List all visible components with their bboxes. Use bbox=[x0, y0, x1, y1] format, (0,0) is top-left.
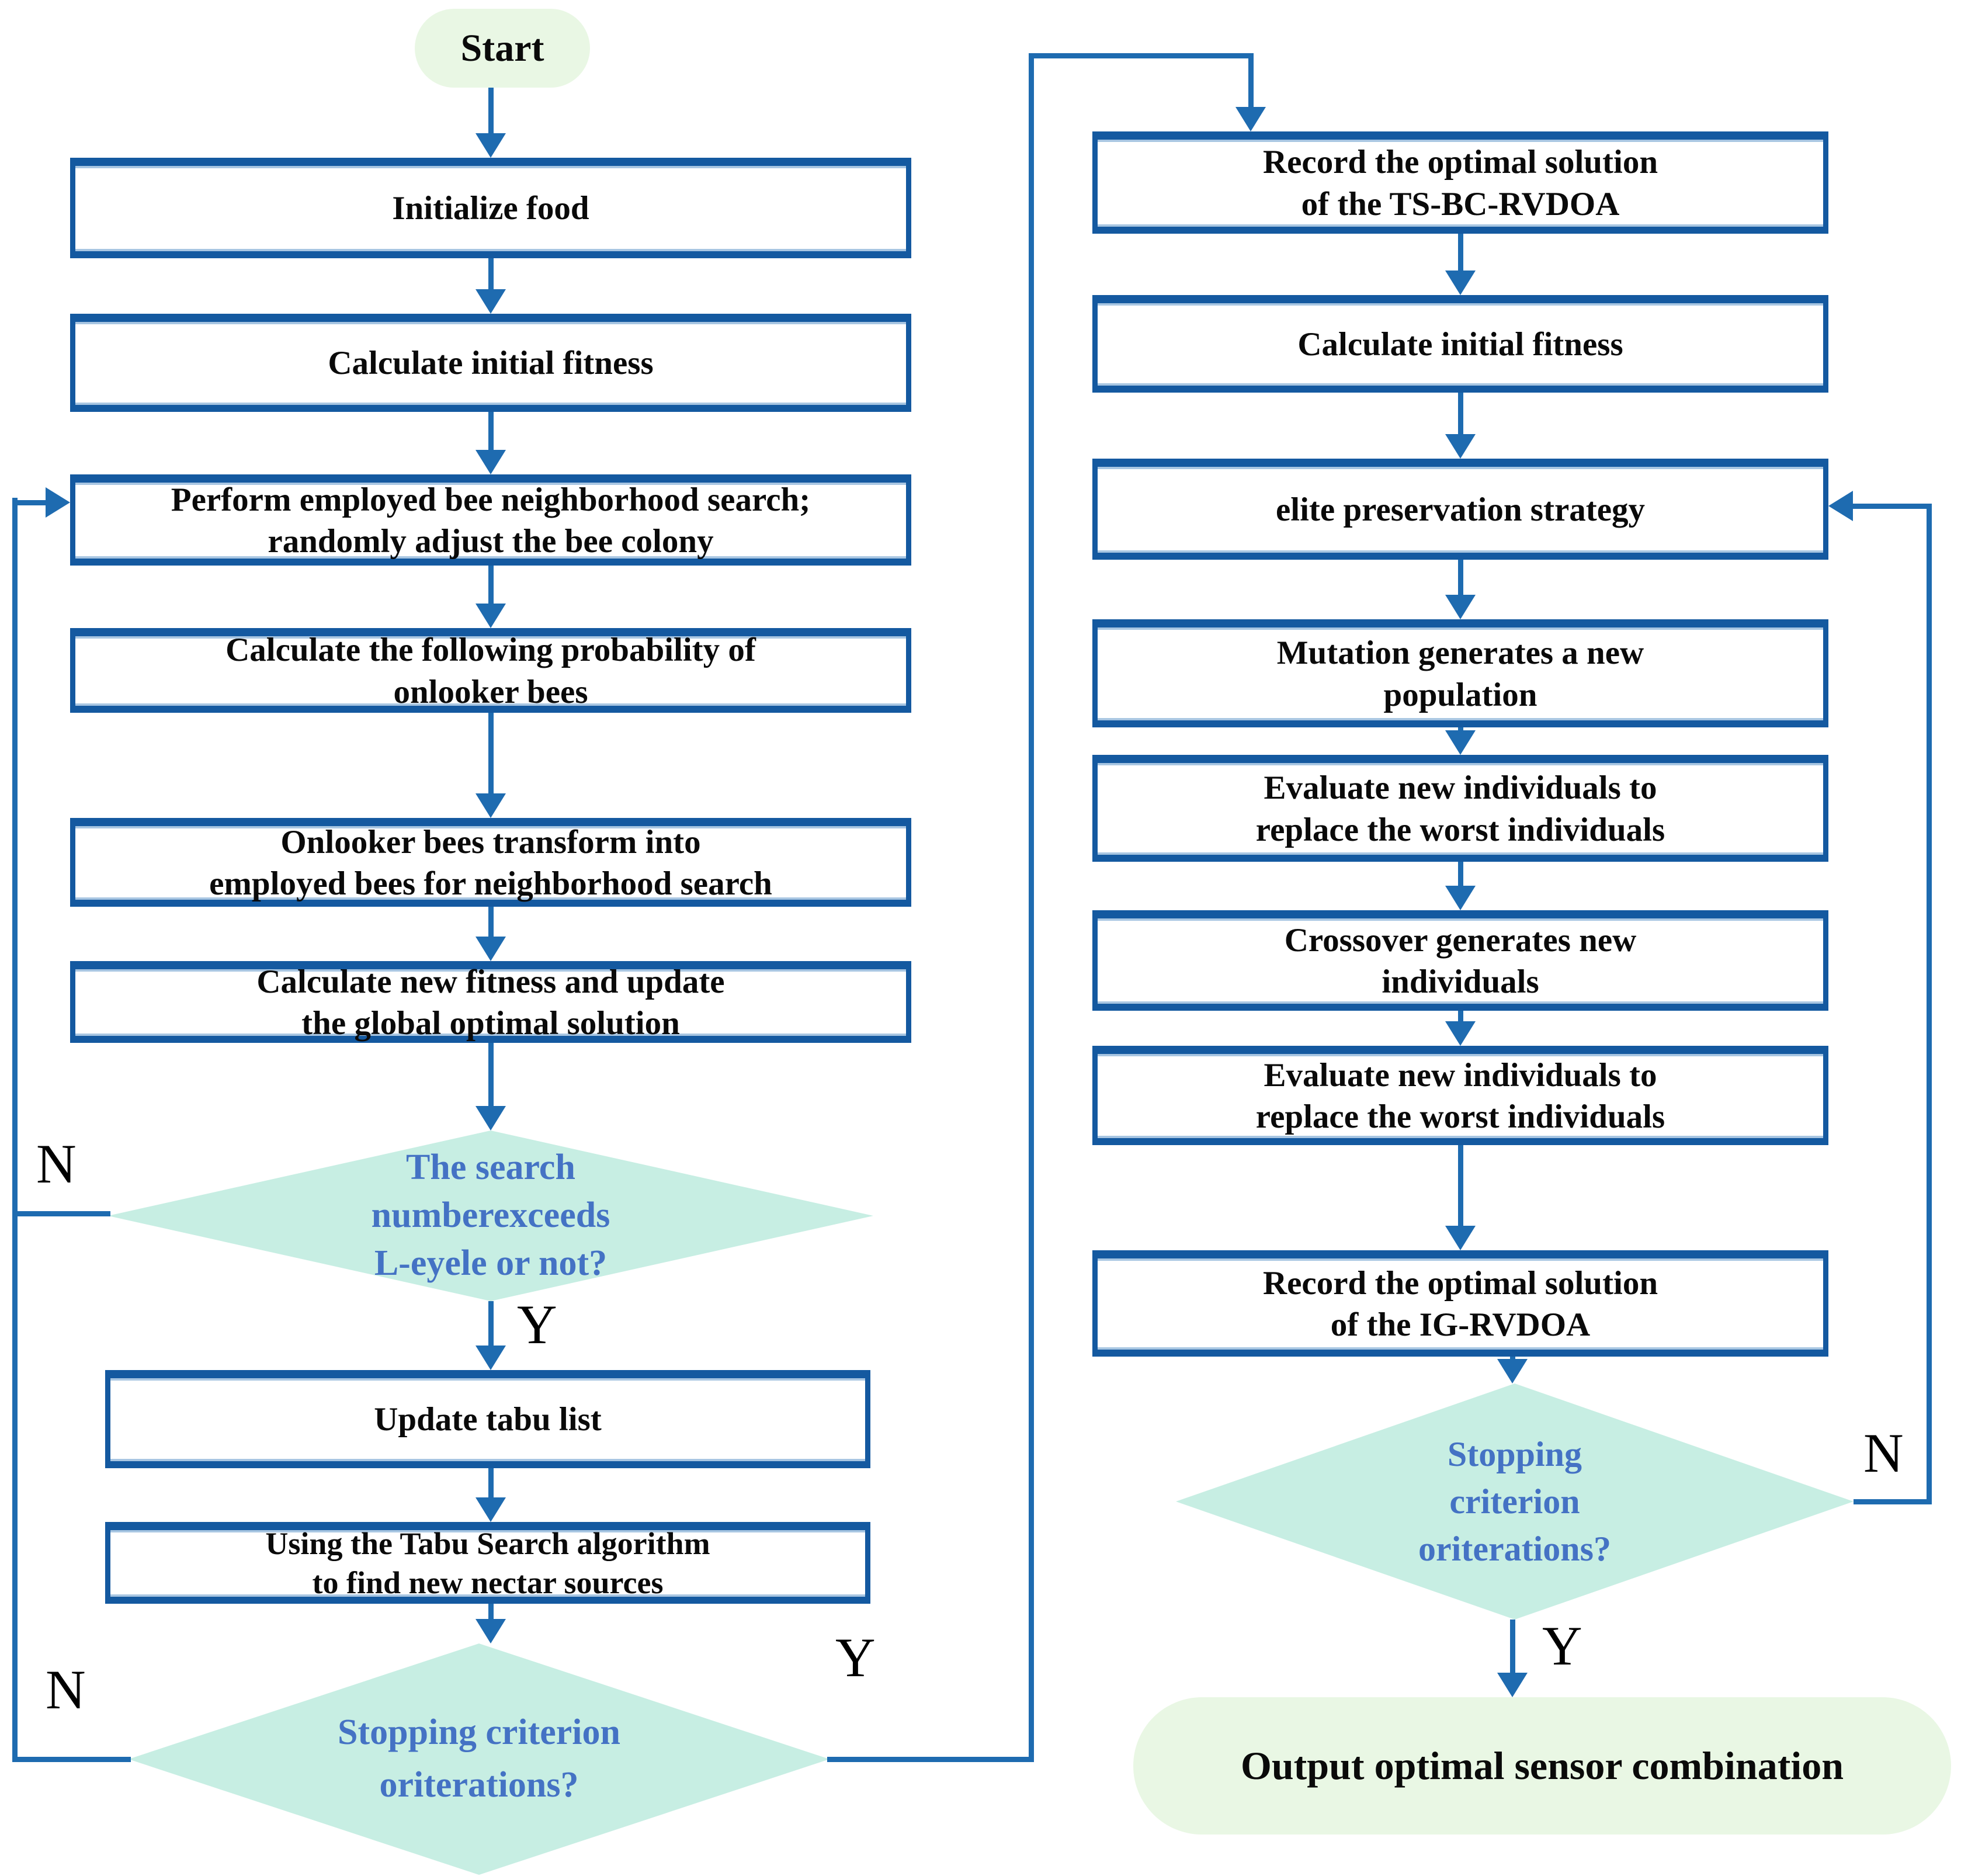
node-onlooker-probability: Calculate the following probability of o… bbox=[70, 628, 911, 713]
node-output: Output optimal sensor combination bbox=[1133, 1697, 1951, 1835]
node-record-ts-bc-rvdoa: Record the optimal solution of the TS-BC… bbox=[1092, 131, 1828, 234]
arrow-newfitness-decision bbox=[488, 1043, 494, 1111]
node-calculate-initial-fitness-2: Calculate initial fitness bbox=[1092, 295, 1828, 393]
arrowhead-employed-probability bbox=[476, 604, 506, 628]
decision-stopping-left: Stopping criterion oriterations? bbox=[129, 1643, 829, 1875]
node-evaluate-individuals-1: Evaluate new individuals to replace the … bbox=[1092, 755, 1828, 862]
node-onlooker-transform: Onlooker bees transform into employed be… bbox=[70, 818, 911, 907]
arrow-fitness-employed bbox=[488, 412, 494, 455]
loop-yes-drop-to-record bbox=[1248, 53, 1254, 112]
arrow-probability-transform bbox=[488, 713, 494, 796]
loop-right-no-from-diamond bbox=[1854, 1499, 1932, 1504]
loop-yes-vertical bbox=[1029, 53, 1034, 1762]
arrowhead-transform-newfitness bbox=[476, 937, 506, 961]
arrowhead-evaluate2-recordig bbox=[1445, 1226, 1476, 1250]
arrow-transform-newfitness bbox=[488, 907, 494, 941]
arrowhead-loop-into-employed bbox=[46, 487, 70, 518]
label-no-1: N bbox=[36, 1133, 77, 1195]
arrow-fitness2-elite bbox=[1458, 393, 1463, 438]
label-no-3: N bbox=[1863, 1422, 1904, 1484]
label-yes-3: Y bbox=[1542, 1615, 1582, 1677]
node-calculate-initial-fitness: Calculate initial fitness bbox=[70, 314, 911, 412]
decision-stopping-right: Stopping criterion oriterations? bbox=[1176, 1383, 1854, 1620]
node-mutation: Mutation generates a new population bbox=[1092, 619, 1828, 727]
arrowhead-crossover-evaluate2 bbox=[1445, 1021, 1476, 1046]
node-employed-bee-search: Perform employed bee neighborhood search… bbox=[70, 474, 911, 566]
arrowhead-fitness-employed bbox=[476, 450, 506, 474]
arrowhead-decision-updatetabu-yes bbox=[476, 1346, 506, 1370]
arrowhead-recordig-stopping bbox=[1497, 1359, 1528, 1383]
node-record-ig-rvdoa: Record the optimal solution of the IG-RV… bbox=[1092, 1250, 1828, 1357]
node-tabu-search: Using the Tabu Search algorithm to find … bbox=[105, 1522, 870, 1604]
arrowhead-initialize-fitness bbox=[476, 289, 506, 314]
arrowhead-stopping-output-yes bbox=[1497, 1673, 1528, 1697]
node-evaluate-individuals-2: Evaluate new individuals to replace the … bbox=[1092, 1046, 1828, 1145]
arrow-evaluate2-recordig bbox=[1458, 1145, 1463, 1230]
arrowhead-start-initialize bbox=[476, 133, 506, 158]
arrow-start-initialize bbox=[488, 88, 494, 137]
arrowhead-updatetabu-tabusearch bbox=[476, 1497, 506, 1522]
loop-right-no-vertical bbox=[1927, 504, 1932, 1504]
label-yes-1: Y bbox=[517, 1294, 557, 1355]
arrowhead-probability-transform bbox=[476, 793, 506, 818]
arrowhead-newfitness-decision bbox=[476, 1106, 506, 1131]
arrow-tabusearch-stopping bbox=[488, 1604, 494, 1624]
arrowhead-mutation-evaluate1 bbox=[1445, 730, 1476, 755]
arrowhead-evaluate1-crossover bbox=[1445, 886, 1476, 910]
node-update-tabu-list: Update tabu list bbox=[105, 1370, 870, 1468]
arrow-elite-mutation bbox=[1458, 560, 1463, 598]
node-elite-preservation: elite preservation strategy bbox=[1092, 459, 1828, 560]
loop-left-no-into-employed bbox=[12, 500, 47, 505]
node-crossover: Crossover generates new individuals bbox=[1092, 910, 1828, 1011]
arrowhead-loop-into-elite bbox=[1828, 491, 1853, 521]
arrow-initialize-fitness bbox=[488, 258, 494, 293]
loop-yes-top-horizontal bbox=[1029, 53, 1254, 58]
loop-left-no-from-search-diamond bbox=[12, 1211, 110, 1216]
label-no-2: N bbox=[46, 1659, 86, 1721]
arrowhead-tabusearch-stopping bbox=[476, 1619, 506, 1643]
loop-left-no-vertical bbox=[12, 498, 18, 1761]
arrowhead-fitness2-elite bbox=[1445, 434, 1476, 459]
arrow-record-fitness2 bbox=[1458, 234, 1463, 274]
loop-left-no-from-stopping-diamond bbox=[12, 1757, 131, 1762]
arrow-employed-probability bbox=[488, 566, 494, 608]
arrow-updatetabu-tabusearch bbox=[488, 1468, 494, 1502]
label-yes-2: Y bbox=[835, 1627, 876, 1688]
node-calculate-new-fitness: Calculate new fitness and update the glo… bbox=[70, 961, 911, 1043]
arrowhead-elite-mutation bbox=[1445, 595, 1476, 619]
node-initialize-food: Initialize food bbox=[70, 158, 911, 258]
arrow-evaluate1-crossover bbox=[1458, 862, 1463, 890]
arrowhead-record-fitness2 bbox=[1445, 271, 1476, 295]
arrow-crossover-evaluate2 bbox=[1458, 1011, 1463, 1025]
decision-search-exceeds: The search numberexceeds L-eyele or not? bbox=[108, 1131, 873, 1301]
arrow-decision-updatetabu-yes bbox=[488, 1301, 494, 1350]
arrow-stopping-output-yes bbox=[1510, 1620, 1515, 1675]
loop-right-no-into-elite bbox=[1851, 504, 1932, 509]
loop-yes-bottom-horizontal bbox=[827, 1757, 1034, 1762]
arrowhead-into-record-tsbc bbox=[1235, 107, 1266, 131]
node-start: Start bbox=[415, 9, 590, 88]
